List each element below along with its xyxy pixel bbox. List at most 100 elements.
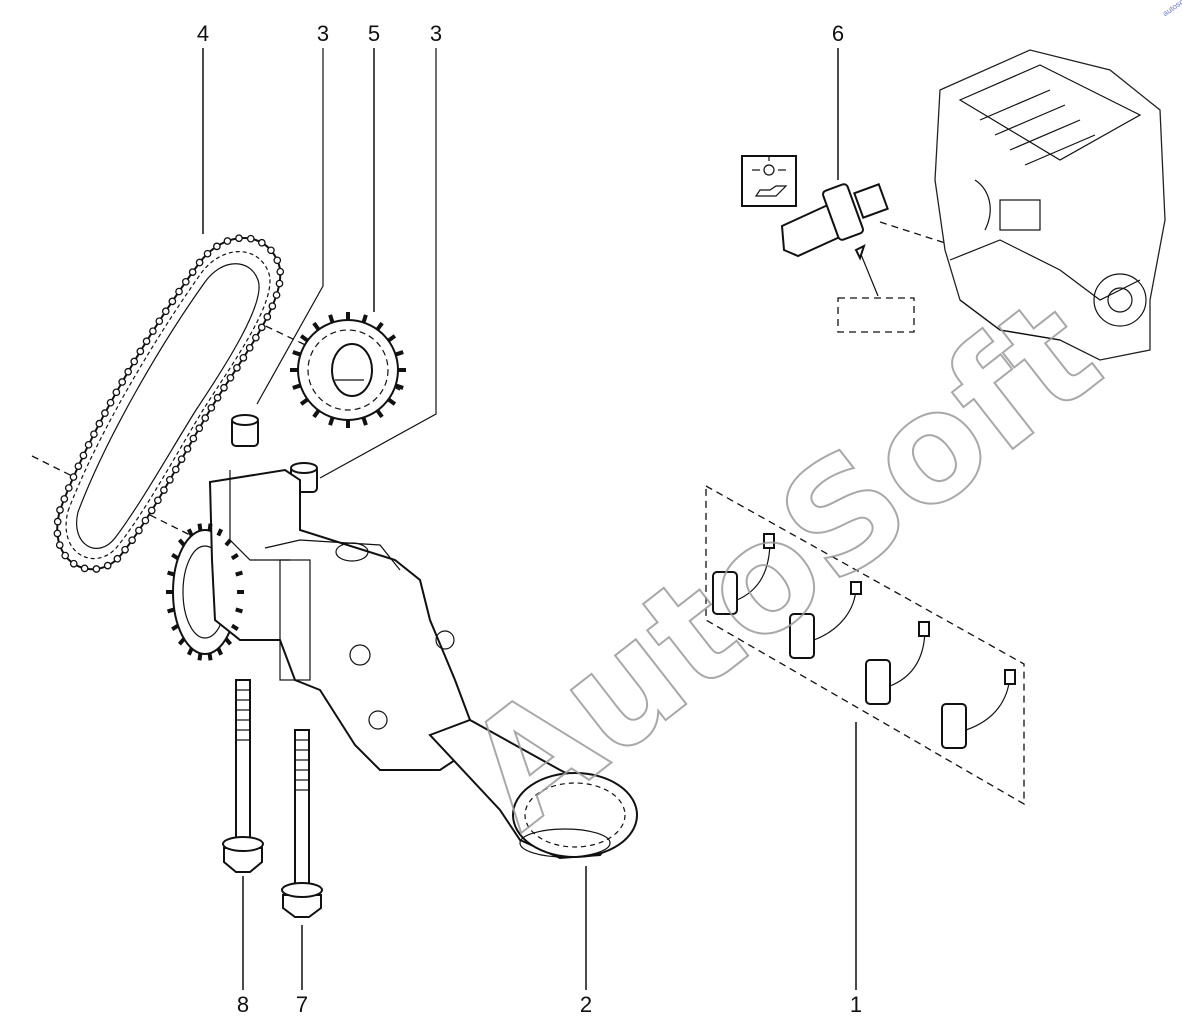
chain-link [273,256,282,265]
chain-link [168,297,177,306]
oil-jet-3 [865,621,930,705]
oil-pump-assembly [166,468,638,860]
sprocket-tooth [224,538,233,547]
sprocket-tooth [167,570,175,577]
chain-link [64,484,73,492]
pump-bolt-8 [222,679,264,873]
sprocket-tooth [186,647,194,656]
sprocket-tooth [167,607,175,614]
chain-link [181,277,190,286]
chain-link [53,529,62,538]
chain-link [268,302,277,310]
chain-link [177,455,186,464]
sprocket-tooth [197,653,203,661]
oil-warning-box [741,155,797,207]
chain-link [220,383,228,392]
chain-link [166,475,174,484]
callout-label-6: 6 [832,21,844,46]
sprocket-tooth [235,570,243,577]
sprocket-tooth [171,553,180,561]
chain-link [272,291,281,299]
chain-link [142,337,151,346]
chain-link [69,473,78,481]
chain-link [275,279,284,288]
callout-2: 2 [580,866,592,1017]
sprocket-tooth [394,350,404,357]
sprocket-tooth [292,350,302,357]
chain-link [155,317,164,326]
chain-link [149,327,157,336]
chain-link [160,486,168,494]
chain-link [154,496,162,505]
chain-link [267,246,275,255]
chain-link [112,388,121,397]
sprocket-tooth [328,314,335,324]
chain-link [257,323,266,332]
chain-link [258,238,266,247]
chain-link [79,451,88,460]
chain-link [175,287,183,296]
chain-link [276,267,285,276]
callout-label-4: 4 [197,21,209,46]
callout-label-8: 8 [237,992,249,1017]
chain-link [128,536,136,545]
sprocket-tooth [224,637,233,646]
sprocket-tooth [387,397,397,406]
chain-link [106,398,115,407]
sensor-location-box [837,244,915,333]
chain-link [135,526,143,535]
callout-3-left: 3 [256,21,329,405]
chain-link [74,462,83,471]
chain-link [53,517,62,526]
chain-link [121,545,129,554]
chain-link [239,354,248,362]
sprocket-tooth [394,383,404,390]
chain-link [69,559,78,568]
pump-bolt-7 [281,729,323,918]
chain-link [60,495,69,503]
chain-link [189,434,198,443]
dowel-sleeve-right [290,462,318,493]
chain-link [207,403,216,412]
chain-link [226,373,235,382]
sprocket-tooth [216,528,224,537]
sprocket-tooth [312,409,321,419]
chain-link [213,393,222,402]
chain-link [245,343,254,352]
chain-link [246,234,255,243]
timing-chain [53,234,285,573]
sprocket-tooth [186,528,194,537]
chain-link [235,234,243,243]
chain-link [136,347,145,356]
callout-label-7: 7 [296,992,308,1017]
callout-8: 8 [237,876,249,1017]
crank-sprocket [290,312,406,428]
chain-link [171,465,180,474]
chain-link [161,307,170,316]
chain-link [130,357,139,366]
sprocket-tooth [177,637,186,646]
chain-link [103,561,112,570]
chain-link [195,258,204,267]
sprocket-tooth [230,553,239,561]
callout-6: 6 [832,21,844,180]
chain-link [195,424,204,433]
sprocket-tooth [292,383,302,390]
chain-link [203,249,212,258]
chain-link [61,551,70,560]
chain-link [213,242,221,251]
sprocket-tooth [207,523,213,531]
chain-link [55,541,64,549]
callout-1: 1 [850,722,862,1017]
oil-jet-2 [789,581,862,659]
chain-link [113,554,122,563]
sprocket-tooth [235,607,243,614]
chain-link [223,237,232,245]
oil-pressure-sensor [780,183,889,258]
chain-link [92,565,101,573]
leader-line-3-right [319,48,437,479]
chain-link [101,409,109,417]
chain-link [188,268,197,276]
corner-watermark: autosoft [1161,0,1182,18]
